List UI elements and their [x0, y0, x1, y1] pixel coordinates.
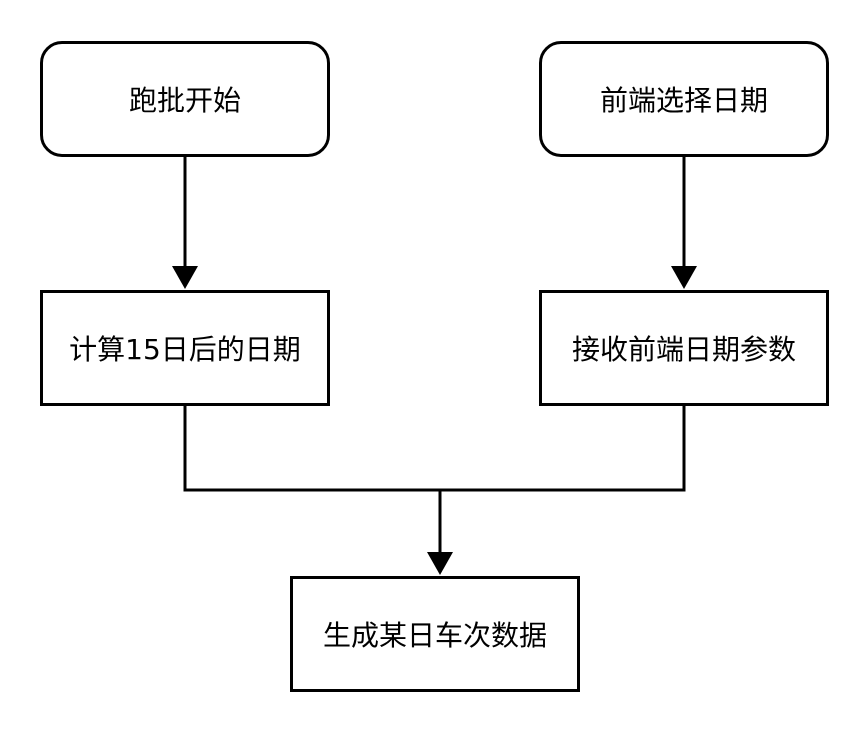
arrowhead-merge-to-generate	[427, 552, 453, 575]
node-batch-start-label: 跑批开始	[128, 84, 241, 117]
node-generate-data-label: 生成某日车次数据	[322, 619, 547, 652]
connector-calc-to-merge	[183, 406, 686, 492]
arrowhead-start-to-calc	[172, 266, 198, 289]
node-frontend-select-date: 前端选择日期	[539, 41, 829, 157]
node-frontend-select-date-label: 前端选择日期	[599, 84, 768, 117]
node-calc-date-label: 计算15日后的日期	[69, 333, 301, 366]
node-generate-data: 生成某日车次数据	[290, 576, 580, 692]
node-batch-start: 跑批开始	[40, 41, 330, 157]
arrowhead-front-to-recv	[671, 266, 697, 289]
node-calc-date: 计算15日后的日期	[40, 290, 330, 406]
node-receive-param: 接收前端日期参数	[539, 290, 829, 406]
node-receive-param-label: 接收前端日期参数	[571, 333, 796, 366]
